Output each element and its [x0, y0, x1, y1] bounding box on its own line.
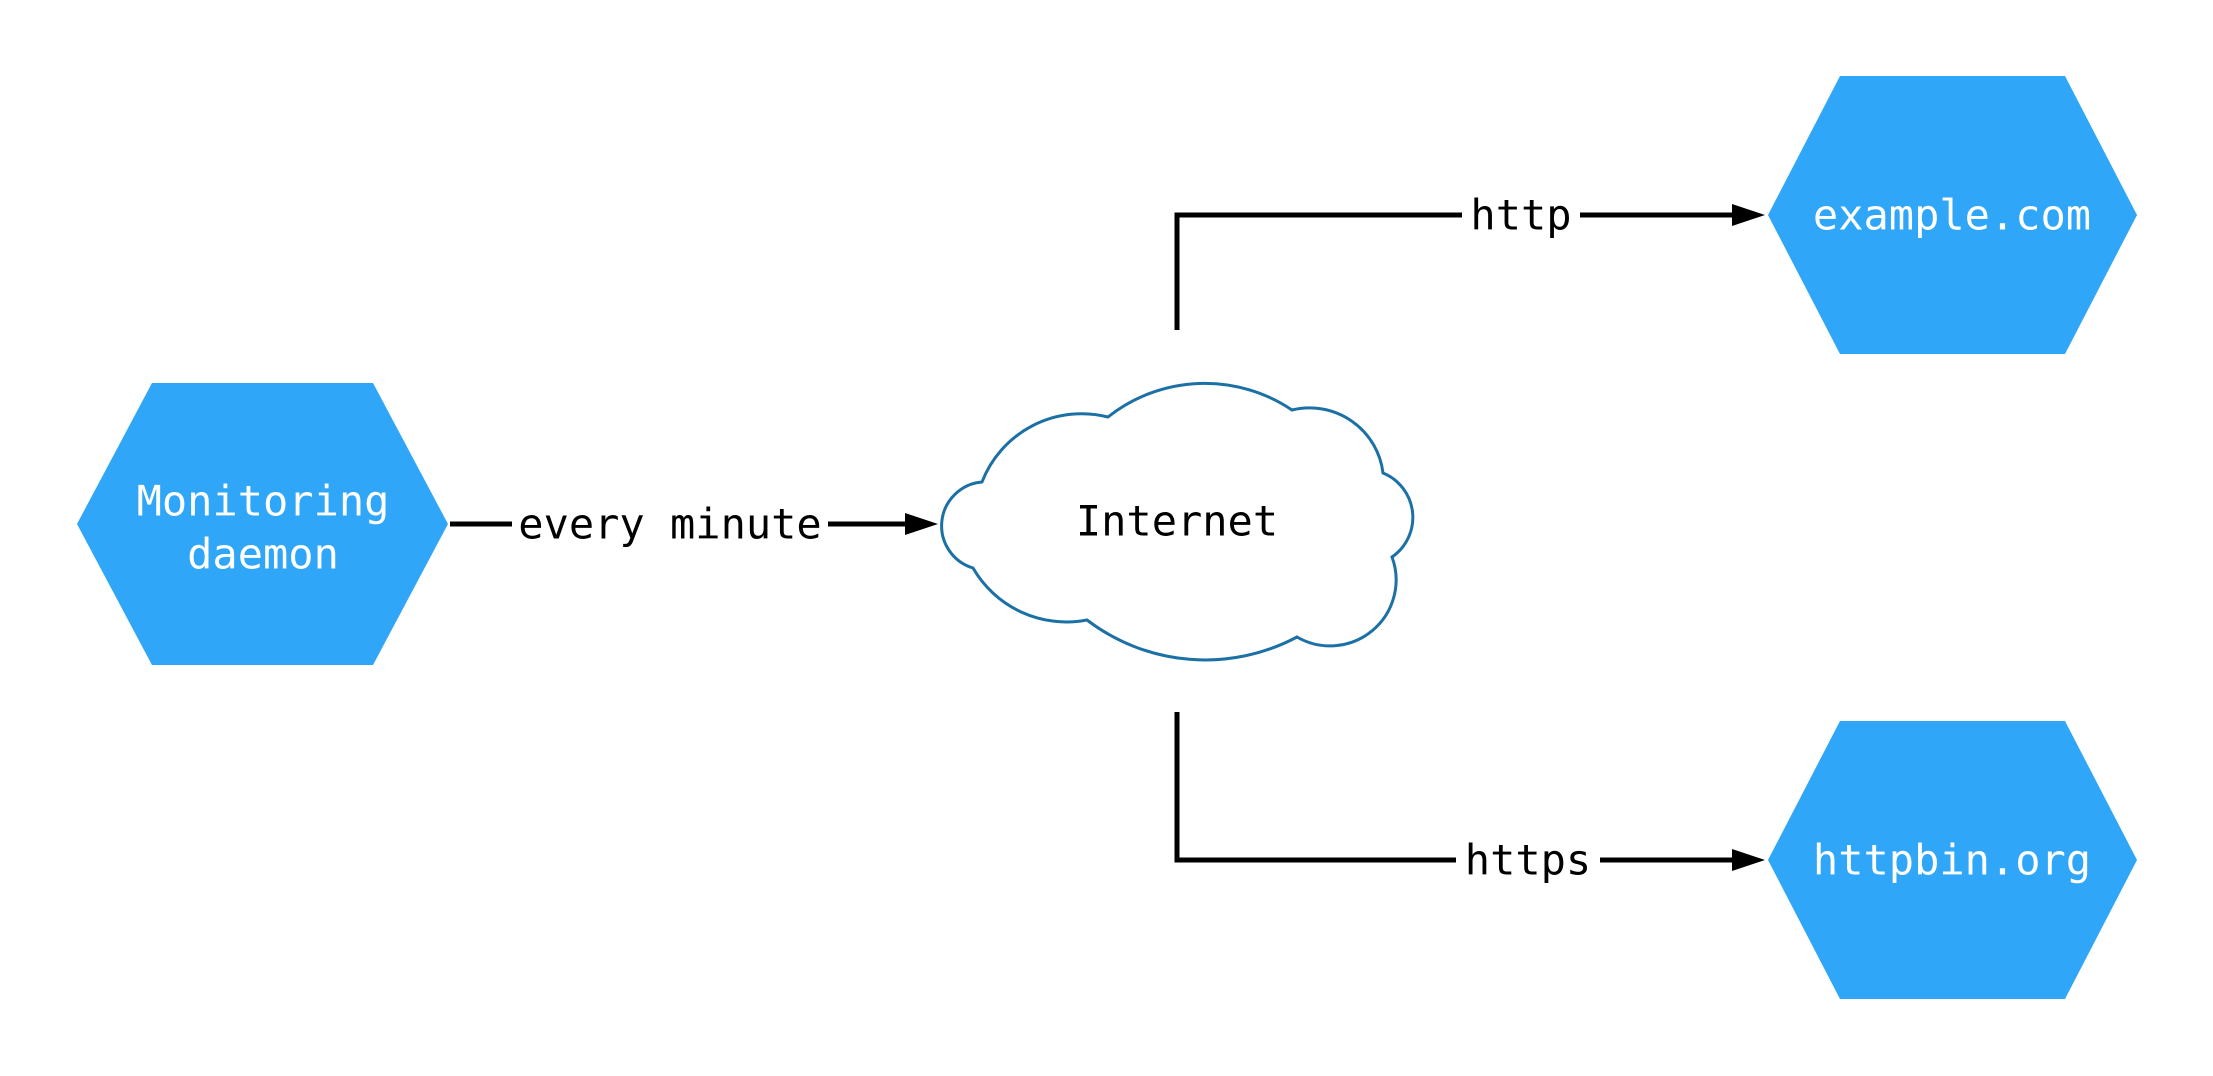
- edge-https: https: [1174, 712, 1765, 885]
- node-monitoring-daemon: Monitoring daemon: [77, 383, 448, 665]
- hexagon-shape: [77, 383, 448, 665]
- arrowhead-icon: [905, 513, 938, 535]
- edge-label-background: [1462, 191, 1580, 239]
- edge-label-http: http: [1470, 191, 1571, 240]
- hexagon-shape: [1768, 721, 2137, 999]
- node-label-line2: daemon: [187, 530, 339, 579]
- edge-line: [1174, 712, 1732, 863]
- edge-label-every-minute: every minute: [518, 500, 821, 549]
- node-label-internet: Internet: [1076, 497, 1278, 546]
- edge-line: [1174, 212, 1732, 330]
- node-httpbin-org: httpbin.org: [1768, 721, 2137, 999]
- edge-every-minute: every minute: [450, 500, 938, 549]
- hexagon-shape: [1768, 76, 2137, 354]
- node-label-httpbin-org: httpbin.org: [1813, 836, 2091, 885]
- edge-label-background: [512, 500, 828, 548]
- arrowhead-icon: [1732, 204, 1765, 226]
- arrowhead-icon: [1732, 849, 1765, 871]
- node-label-example-com: example.com: [1813, 191, 2091, 240]
- edge-http: http: [1174, 191, 1765, 330]
- node-label-line1: Monitoring: [137, 477, 390, 526]
- node-example-com: example.com: [1768, 76, 2137, 354]
- edge-label-background: [1456, 836, 1600, 884]
- node-internet: Internet: [940, 381, 1415, 662]
- edge-label-https: https: [1465, 836, 1591, 885]
- cloud-shape: [940, 381, 1415, 662]
